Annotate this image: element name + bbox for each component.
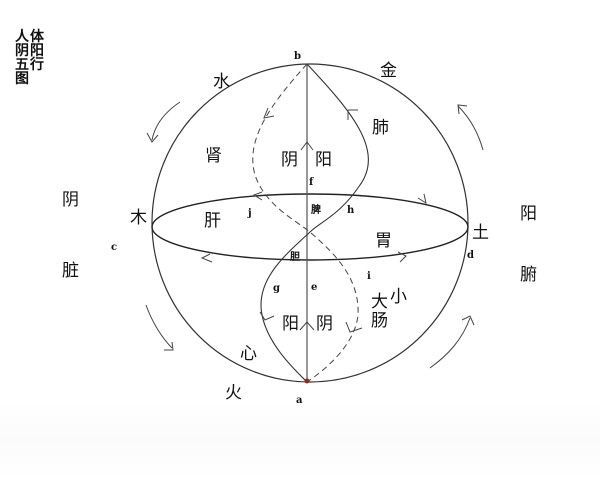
element-water: 水 — [213, 72, 230, 92]
point-a: a — [296, 395, 303, 406]
title-char: 阴 — [15, 43, 29, 59]
lower-yin-label: 阴 — [316, 314, 333, 334]
organ-large-char: 大 — [371, 292, 388, 312]
upper-yin-label: 阴 — [281, 150, 298, 170]
point-d: d — [467, 250, 474, 261]
curve-arrow-top-right — [347, 109, 358, 120]
solid-s-curve — [260, 63, 369, 383]
diagram-title: 人体 阴阳 五行 图 — [14, 30, 58, 86]
curve-arrow-top-left — [263, 107, 275, 119]
outer-arrow-top-right — [457, 105, 484, 151]
organ-lung: 肺 — [372, 118, 389, 138]
point-j: j — [248, 208, 252, 219]
side-zang: 脏 — [62, 261, 79, 281]
horizontal-ellipse — [151, 193, 469, 261]
ellipse-arrow-bottom-right — [397, 251, 407, 263]
side-fu: 腑 — [520, 265, 537, 285]
ellipse-arrow-top-left — [252, 191, 263, 201]
curve-arrow-bottom-left — [259, 311, 275, 321]
side-yin: 阴 — [62, 190, 79, 210]
element-metal: 金 — [380, 61, 397, 81]
point-e: e — [311, 282, 318, 293]
ellipse-arrow-top-right — [417, 193, 427, 205]
point-c: c — [111, 242, 118, 253]
organ-gallbladder: 胆 — [290, 252, 300, 263]
point-i: i — [367, 271, 371, 282]
ellipse-arrow-bottom-left — [200, 253, 213, 263]
organ-heart: 心 — [240, 344, 257, 364]
organ-intestine-char: 肠 — [371, 311, 388, 331]
element-earth: 土 — [472, 223, 489, 243]
element-fire: 火 — [225, 383, 242, 403]
point-f: f — [309, 177, 314, 188]
side-yang: 阳 — [520, 204, 537, 224]
lower-yang-label: 阳 — [282, 314, 299, 334]
title-char: 行 — [30, 57, 44, 73]
organ-stomach: 胃 — [375, 231, 392, 251]
axis-arrow-up-bottom — [299, 321, 315, 331]
faded-watermark-area — [0, 400, 600, 480]
curve-arrow-bottom-right — [345, 321, 363, 333]
point-a-dot — [304, 378, 310, 384]
organ-spleen: 脾 — [311, 205, 321, 216]
point-b: b — [294, 51, 301, 62]
element-wood: 木 — [130, 208, 147, 228]
dashed-s-curve — [252, 63, 359, 383]
outer-arrow-bottom-right — [429, 317, 471, 369]
organ-kidney: 肾 — [205, 146, 222, 166]
title-char: 人 — [15, 29, 29, 45]
outer-circle — [151, 63, 469, 383]
upper-yang-label: 阳 — [315, 150, 332, 170]
organ-liver: 肝 — [204, 211, 221, 231]
outer-arrow-top-left — [151, 101, 181, 141]
outer-arrow-bottom-left — [145, 304, 173, 349]
title-char: 体 — [30, 29, 44, 45]
title-char: 图 — [15, 71, 29, 87]
point-g: g — [273, 283, 280, 294]
title-char: 五 — [15, 57, 29, 73]
title-char: 阳 — [30, 43, 44, 59]
point-h: h — [347, 205, 355, 216]
axis-arrow-up-top — [300, 141, 314, 151]
organ-small-char: 小 — [390, 287, 407, 307]
